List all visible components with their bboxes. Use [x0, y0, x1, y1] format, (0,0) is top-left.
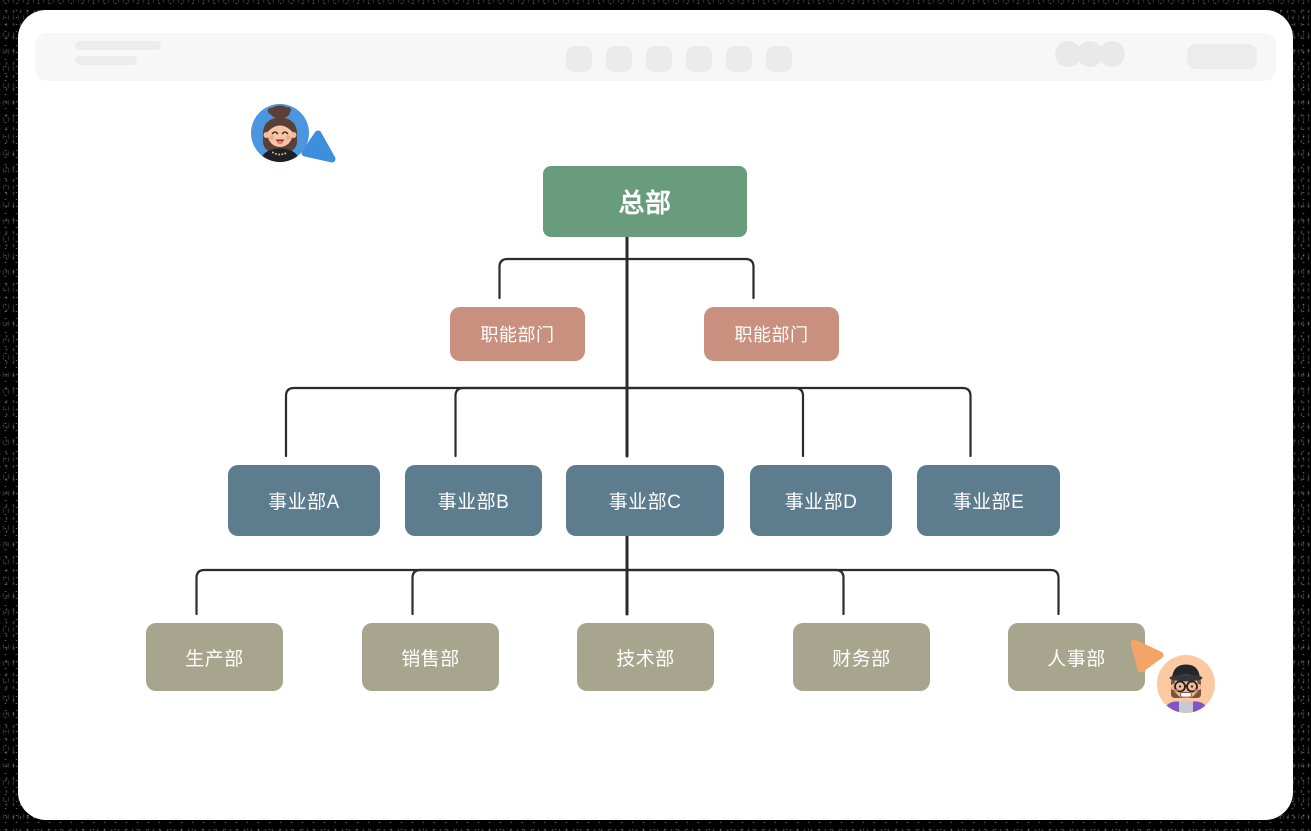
connector-divC-prod: [195, 568, 629, 616]
org-node-tech[interactable]: 技术部: [577, 623, 714, 691]
connector-hq-divE: [625, 386, 972, 458]
org-node-prod[interactable]: 生产部: [146, 623, 283, 691]
collaborator-cursor-icon: [301, 130, 336, 163]
connector-divC-hr: [625, 568, 1060, 616]
connector-hq-divA: [284, 386, 629, 458]
browser-window: 总部 职能部门 职能部门 事业部A 事业部B 事业部C 事业部D 事业部E 生产…: [18, 10, 1293, 820]
org-node-func1[interactable]: 职能部门: [450, 307, 585, 361]
member-avatar-placeholder[interactable]: [1055, 41, 1081, 67]
org-node-hq[interactable]: 总部: [543, 166, 747, 237]
browser-header: [35, 33, 1276, 81]
org-node-divD[interactable]: 事业部D: [750, 465, 892, 536]
org-node-divA[interactable]: 事业部A: [228, 465, 380, 536]
toolbar-placeholder-button[interactable]: [646, 46, 672, 72]
connector-hq-divB: [454, 386, 629, 458]
toolbar-placeholder-button[interactable]: [726, 46, 752, 72]
header-placeholder-line: [75, 56, 137, 65]
connector-hq-divD: [625, 386, 805, 458]
org-node-divC[interactable]: 事业部C: [566, 465, 724, 536]
diagram-canvas[interactable]: 总部 职能部门 职能部门 事业部A 事业部B 事业部C 事业部D 事业部E 生产…: [18, 10, 1293, 820]
org-node-divB[interactable]: 事业部B: [405, 465, 542, 536]
toolbar-placeholder-button[interactable]: [606, 46, 632, 72]
connector-lines: [195, 223, 1060, 616]
connector-hq-func2: [625, 257, 755, 300]
org-node-fin[interactable]: 财务部: [793, 623, 930, 691]
org-node-func2[interactable]: 职能部门: [704, 307, 839, 361]
connector-divC-fin: [625, 568, 845, 616]
org-node-divE[interactable]: 事业部E: [917, 465, 1060, 536]
collaborator-avatar: [1157, 655, 1215, 713]
org-node-hr[interactable]: 人事部: [1008, 623, 1145, 691]
share-placeholder-button[interactable]: [1187, 44, 1257, 69]
member-avatar-placeholder[interactable]: [1099, 41, 1125, 67]
connector-hq-func1: [498, 257, 629, 300]
collaborator-cursor-icon: [1130, 639, 1164, 673]
collaborator-avatar: [251, 104, 309, 162]
header-placeholder-line: [75, 41, 161, 50]
toolbar-placeholder-button[interactable]: [566, 46, 592, 72]
connector-divC-sales: [411, 568, 629, 616]
toolbar-placeholder-button[interactable]: [686, 46, 712, 72]
member-avatar-placeholder[interactable]: [1077, 41, 1103, 67]
org-node-sales[interactable]: 销售部: [362, 623, 499, 691]
toolbar-placeholder-button[interactable]: [766, 46, 792, 72]
